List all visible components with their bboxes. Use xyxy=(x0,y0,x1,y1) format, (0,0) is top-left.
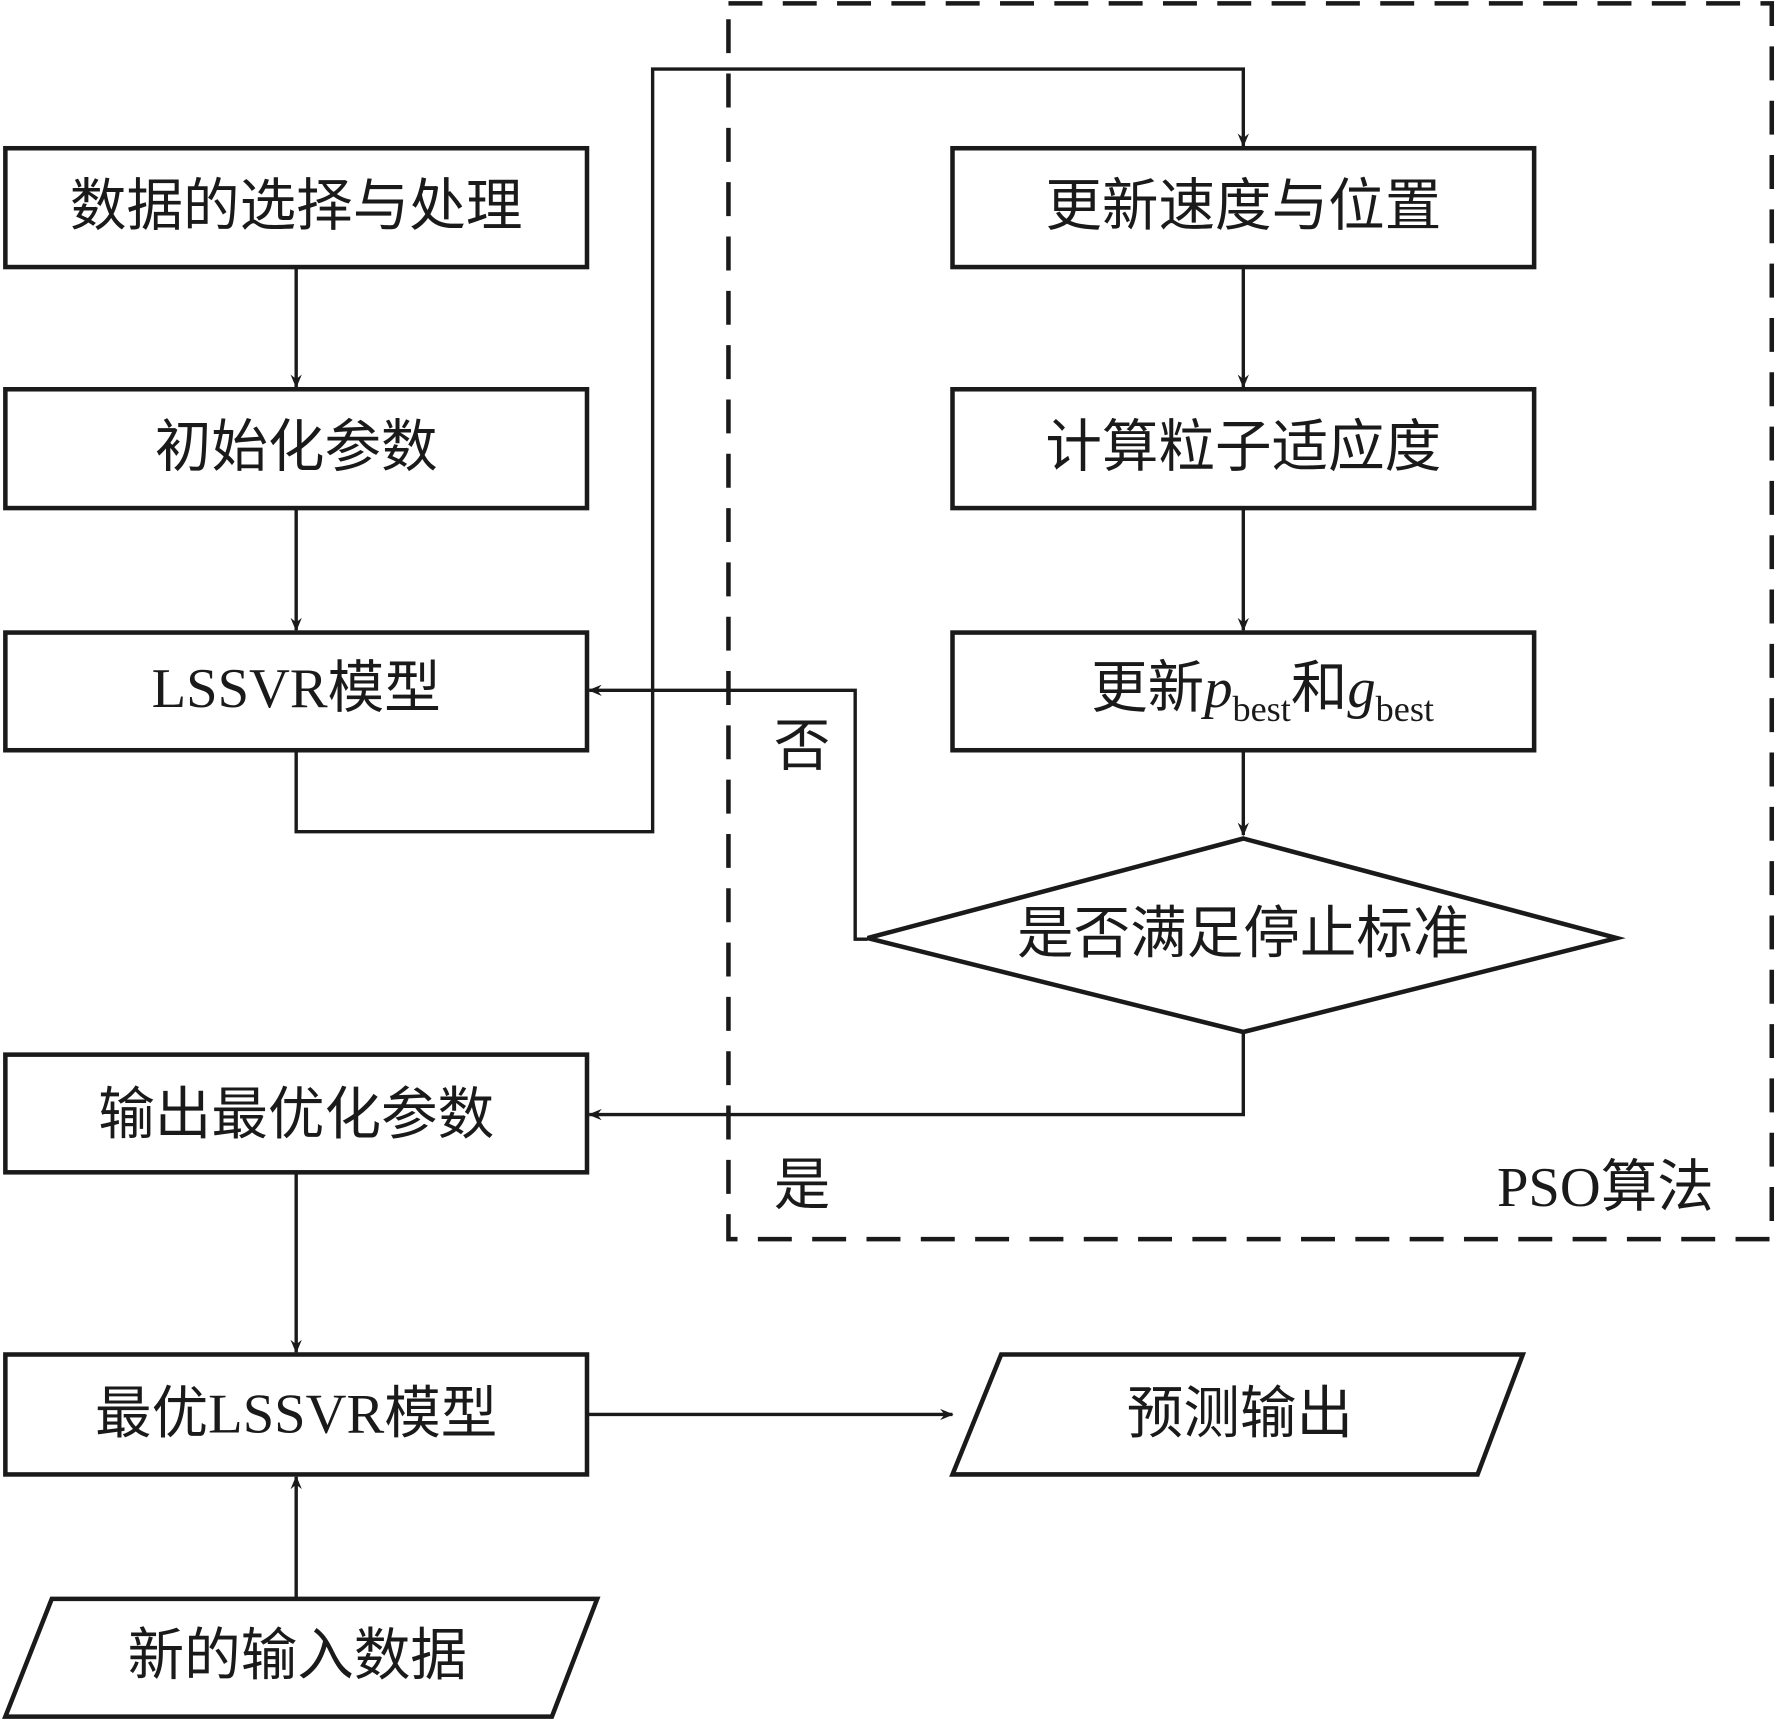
arrow-lssvr-to-pso xyxy=(294,67,1249,834)
svg-text:新的输入数据: 新的输入数据 xyxy=(128,1626,467,1688)
node-lssvr-model: LSSVR模型 xyxy=(3,630,590,753)
no-label: 否 xyxy=(774,716,831,778)
connectors xyxy=(290,67,1249,1599)
svg-text:计算粒子适应度: 计算粒子适应度 xyxy=(1045,417,1441,479)
svg-text:初始化参数: 初始化参数 xyxy=(155,417,438,479)
node-init-params: 初始化参数 xyxy=(3,387,590,511)
svg-text:LSSVR模型: LSSVR模型 xyxy=(152,658,441,720)
pso-group-border xyxy=(726,1,1775,1242)
svg-text:预测输出: 预测输出 xyxy=(1127,1383,1353,1445)
arrow-no-to-lssvr xyxy=(588,684,868,941)
node-new-input: 新的输入数据 xyxy=(2,1596,601,1719)
node-output-params: 输出最优化参数 xyxy=(3,1052,590,1175)
pso-group-label: PSO算法 xyxy=(1497,1157,1714,1219)
node-compute-fitness: 计算粒子适应度 xyxy=(950,387,1537,511)
node-stop-criterion: 是否满足停止标准 xyxy=(867,836,1626,1035)
svg-text:最优LSSVR模型: 最优LSSVR模型 xyxy=(95,1383,497,1445)
node-update-velocity: 更新速度与位置 xyxy=(950,145,1537,270)
svg-text:更新pbest和gbest: 更新pbest和gbest xyxy=(1091,658,1434,729)
svg-text:数据的选择与处理: 数据的选择与处理 xyxy=(70,176,523,238)
svg-text:输出最优化参数: 输出最优化参数 xyxy=(98,1085,494,1147)
node-data-selection: 数据的选择与处理 xyxy=(3,145,590,270)
node-update-best: 更新pbest和gbest xyxy=(950,630,1537,753)
svg-text:是否满足停止标准: 是否满足停止标准 xyxy=(1017,904,1470,966)
arrow-yes-to-output xyxy=(588,1032,1246,1121)
svg-text:更新速度与位置: 更新速度与位置 xyxy=(1045,176,1441,238)
node-optimal-model: 最优LSSVR模型 xyxy=(3,1352,590,1477)
yes-label: 是 xyxy=(774,1155,831,1217)
node-prediction-output: 预测输出 xyxy=(949,1352,1527,1477)
